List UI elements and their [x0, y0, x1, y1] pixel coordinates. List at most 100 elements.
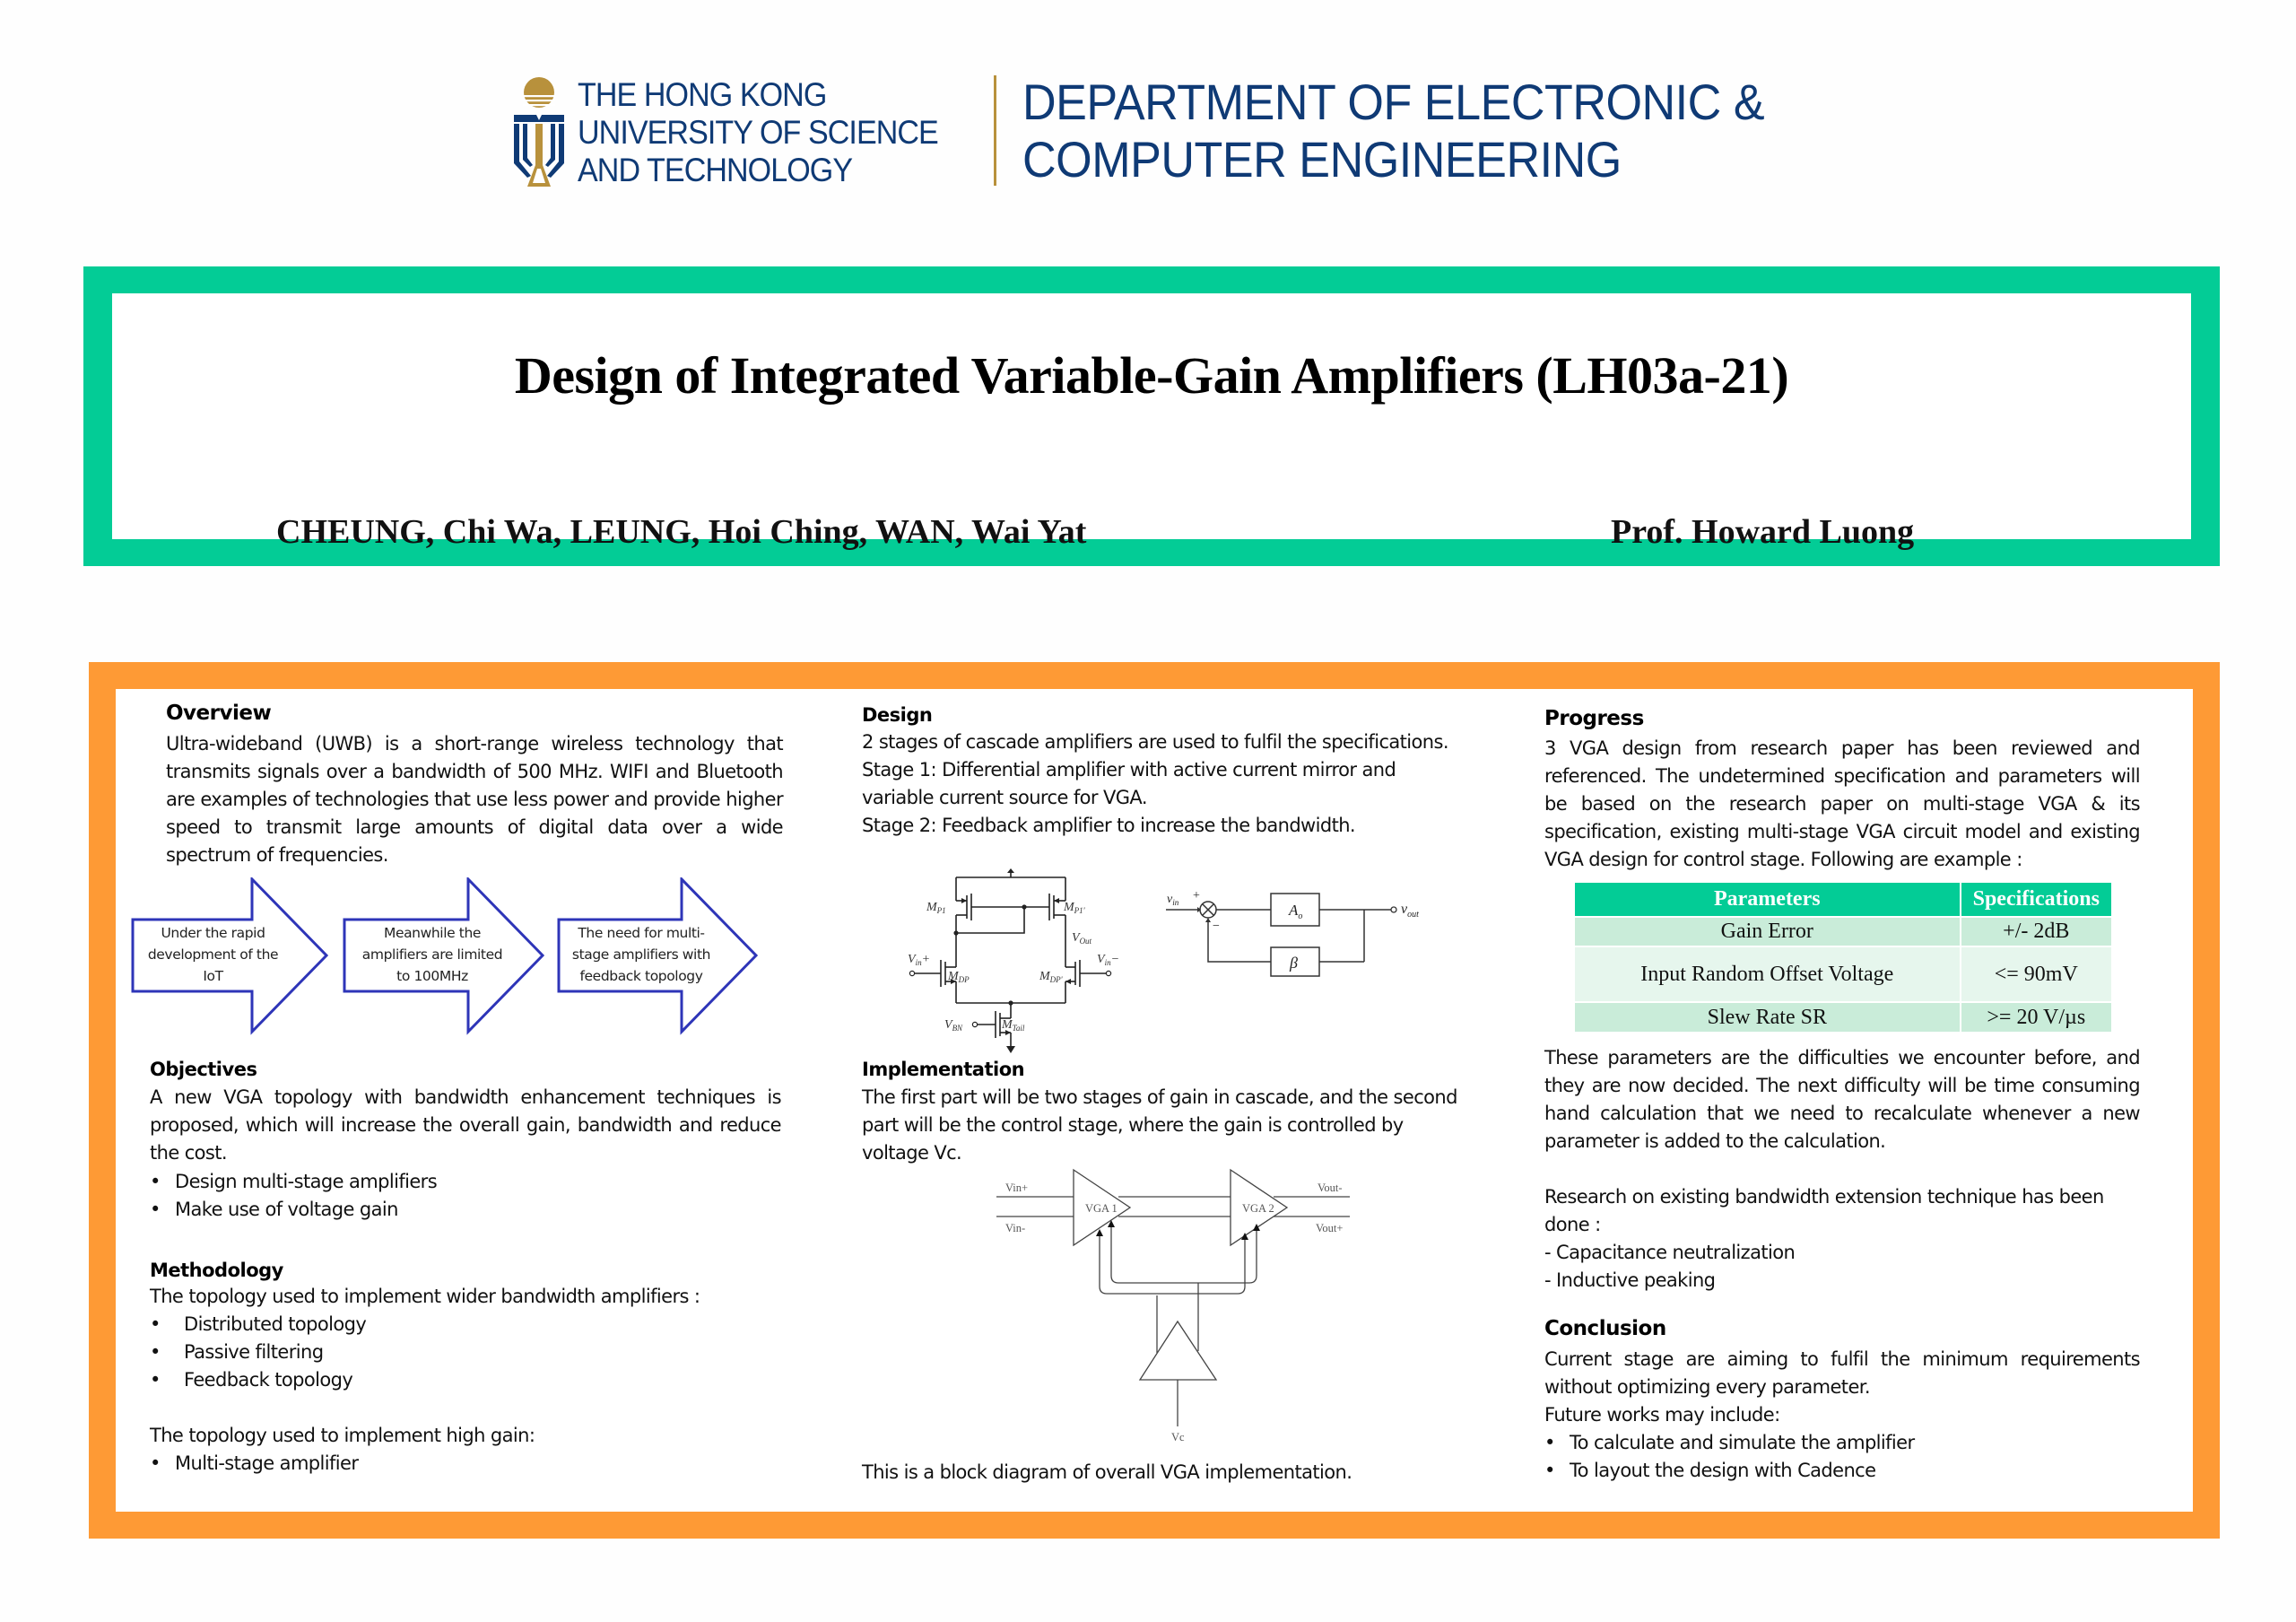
content-panel: Overview Ultra-wideband (UWB) is a short… — [116, 689, 2193, 1512]
research-item: - Inductive peaking — [1544, 1269, 1716, 1291]
implementation-line: part will be the control stage, where th… — [862, 1114, 1404, 1136]
mdp-label: MDP — [947, 970, 970, 984]
flow-arrows — [131, 876, 759, 1035]
spec-table-header: Parameters Specifications — [1575, 883, 2111, 917]
fb-vin-label: vin — [1167, 893, 1179, 907]
vga-vout-plus-label: Vout+ — [1316, 1222, 1343, 1234]
implementation-caption: This is a block diagram of overall VGA i… — [862, 1461, 1352, 1483]
vga-vin-plus-label: Vin+ — [1005, 1182, 1028, 1194]
methodology-heading: Methodology — [150, 1260, 283, 1281]
progress-heading: Progress — [1544, 707, 1644, 730]
spec-value: +/- 2dB — [1960, 916, 2111, 946]
vga-vin-minus-label: Vin- — [1005, 1222, 1025, 1234]
content-frame: Overview Ultra-wideband (UWB) is a short… — [89, 662, 2220, 1539]
flow-diagram: Under the rapid development of the IoT M… — [131, 876, 777, 1039]
methodology-bandwidth-list: Distributed topology Passive filtering F… — [150, 1311, 778, 1394]
future-intro: Future works may include: — [1544, 1404, 1780, 1426]
objectives-list: Design multi-stage amplifiers Make use o… — [150, 1168, 778, 1224]
vin-plus-label: Vin+ — [908, 953, 930, 967]
poster-title: Design of Integrated Variable-Gain Ampli… — [514, 346, 1789, 405]
methodology-item: Multi-stage amplifier — [150, 1450, 778, 1478]
methodology-item: Passive filtering — [150, 1339, 778, 1366]
fb-minus-label: − — [1213, 920, 1220, 933]
table-row: Slew Rate SR >= 20 V/µs — [1575, 1001, 2111, 1032]
department-name: DEPARTMENT OF ELECTRONIC & COMPUTER ENGI… — [1022, 74, 1765, 188]
spec-parameter: Slew Rate SR — [1575, 1001, 1961, 1032]
implementation-line: The first part will be two stages of gai… — [862, 1086, 1457, 1108]
university-name: THE HONG KONG UNIVERSITY OF SCIENCE AND … — [578, 75, 939, 189]
methodology-intro-gain: The topology used to implement high gain… — [150, 1425, 535, 1446]
vga-vc-label: Vc — [1171, 1431, 1185, 1443]
flow-step-1: Under the rapid development of the IoT — [135, 922, 291, 987]
conclusion-heading: Conclusion — [1544, 1317, 1666, 1340]
flow-step-line: stage amplifiers with — [571, 946, 711, 963]
design-line: variable current source for VGA. — [862, 787, 1148, 808]
supervisor: Prof. Howard Luong — [1611, 513, 1915, 551]
methodology-intro: The topology used to implement wider ban… — [150, 1286, 700, 1307]
spec-parameter: Gain Error — [1575, 916, 1961, 946]
implementation-heading: Implementation — [862, 1059, 1025, 1080]
mp1-label: MP1 — [926, 901, 946, 915]
research-item: - Capacitance neutralization — [1544, 1242, 1796, 1263]
flow-step-line: The need for multi- — [578, 925, 705, 941]
department-name-line: COMPUTER ENGINEERING — [1022, 131, 1622, 187]
objectives-body: A new VGA topology with bandwidth enhanc… — [150, 1086, 782, 1164]
university-name-line: THE HONG KONG — [578, 75, 827, 113]
spec-table: Parameters Specifications Gain Error +/-… — [1575, 883, 2111, 1032]
design-line: Stage 2: Feedback amplifier to increase … — [862, 815, 1356, 836]
vga2-label: VGA 2 — [1242, 1202, 1274, 1215]
overview-body: Ultra-wideband (UWB) is a short-range wi… — [166, 733, 784, 866]
vga-block-diagram: Vin+ Vin- VGA 1 VGA 2 Vout- Vout+ Vc — [996, 1168, 1350, 1443]
department-name-line: DEPARTMENT OF ELECTRONIC & — [1022, 74, 1765, 130]
spec-value: <= 90mV — [1960, 946, 2111, 1002]
flow-step-3: The need for multi- stage amplifiers wit… — [560, 922, 723, 987]
flow-step-line: development of the — [147, 946, 279, 963]
poster-header: THE HONG KONG UNIVERSITY OF SCIENCE AND … — [511, 72, 1765, 193]
implementation-line: voltage Vc. — [862, 1142, 962, 1164]
title-frame: Design of Integrated Variable-Gain Ampli… — [83, 266, 2220, 566]
table-row: Gain Error +/- 2dB — [1575, 916, 2111, 946]
flow-step-line: feedback topology — [579, 968, 703, 984]
spec-col-specifications: Specifications — [1960, 883, 2111, 917]
title-panel: Design of Integrated Variable-Gain Ampli… — [112, 293, 2191, 551]
design-body: 2 stages of cascade amplifiers are used … — [862, 728, 1508, 840]
progress-body-2: These parameters are the difficulties we… — [1544, 1047, 2141, 1152]
objectives-item: Design multi-stage amplifiers — [150, 1168, 778, 1196]
fb-plus-label: + — [1193, 889, 1200, 903]
flow-step-line: to 100MHz — [396, 968, 468, 984]
vga-vout-minus-label: Vout- — [1318, 1182, 1343, 1194]
overview-heading: Overview — [166, 702, 272, 725]
future-item: To calculate and simulate the amplifier — [1544, 1429, 2140, 1457]
research-intro: Research on existing bandwidth extension… — [1544, 1186, 2104, 1235]
design-line: 2 stages of cascade amplifiers are used … — [862, 731, 1449, 753]
vout-label: VOut — [1072, 931, 1092, 946]
spec-col-parameters: Parameters — [1575, 883, 1961, 917]
fb-vout-label: vout — [1401, 902, 1419, 920]
conclusion-body: Current stage are aiming to fulfil the m… — [1544, 1348, 2141, 1398]
objectives-heading: Objectives — [150, 1059, 257, 1080]
mdpp-label: MDP' — [1039, 970, 1064, 984]
feedback-block-diagram: vin + − Ao β vout — [1166, 889, 1419, 977]
future-list: To calculate and simulate the amplifier … — [1544, 1429, 2140, 1485]
fb-gain-label: Ao — [1288, 902, 1302, 921]
design-heading: Design — [862, 704, 933, 726]
vbn-label: VBN — [944, 1018, 963, 1033]
university-name-line: AND TECHNOLOGY — [578, 151, 853, 188]
future-item: To layout the design with Cadence — [1544, 1457, 2140, 1485]
vin-minus-label: Vin− — [1097, 953, 1119, 967]
flow-step-line: IoT — [203, 968, 223, 984]
spec-value: >= 20 V/µs — [1960, 1001, 2111, 1032]
flow-step-line: Under the rapid — [161, 925, 265, 941]
university-name-line: UNIVERSITY OF SCIENCE — [578, 113, 939, 151]
spec-parameter: Input Random Offset Voltage — [1575, 946, 1961, 1002]
table-row: Input Random Offset Voltage <= 90mV — [1575, 946, 2111, 1002]
fb-beta-label: β — [1289, 954, 1298, 972]
header-divider — [994, 75, 996, 186]
flow-step-line: amplifiers are limited — [361, 946, 503, 963]
authors: CHEUNG, Chi Wa, LEUNG, Hoi Ching, WAN, W… — [276, 513, 1087, 551]
hkust-emblem-icon — [514, 76, 564, 187]
design-line: Stage 1: Differential amplifier with act… — [862, 759, 1396, 780]
flow-step-line: Meanwhile the — [383, 925, 482, 941]
objectives-item: Make use of voltage gain — [150, 1196, 778, 1224]
differential-amplifier-schematic: MP1 MP1' VOut Vin+ Vin− MDP MDP' VBN MTa… — [908, 868, 1119, 1053]
